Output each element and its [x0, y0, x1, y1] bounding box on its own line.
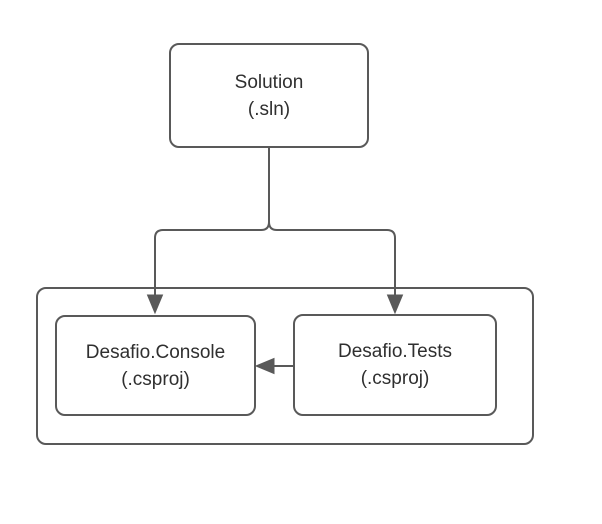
- node-desafio-tests: Desafio.Tests (.csproj): [293, 314, 497, 416]
- node-solution: Solution (.sln): [169, 43, 369, 148]
- node-desafio-tests-label-line1: Desafio.Tests: [337, 341, 453, 362]
- node-desafio-tests-label-line2: (.csproj): [360, 368, 430, 389]
- node-desafio-console: Desafio.Console (.csproj): [55, 315, 256, 416]
- node-desafio-console-label-line2: (.csproj): [121, 368, 190, 390]
- node-solution-label-line2: (.sln): [247, 98, 291, 120]
- edge-solution-to-tests: [268, 148, 396, 296]
- edge-solution-to-console: [154, 148, 270, 296]
- node-desafio-console-label-line1: Desafio.Console: [85, 341, 226, 363]
- node-solution-label-line1: Solution: [234, 71, 304, 93]
